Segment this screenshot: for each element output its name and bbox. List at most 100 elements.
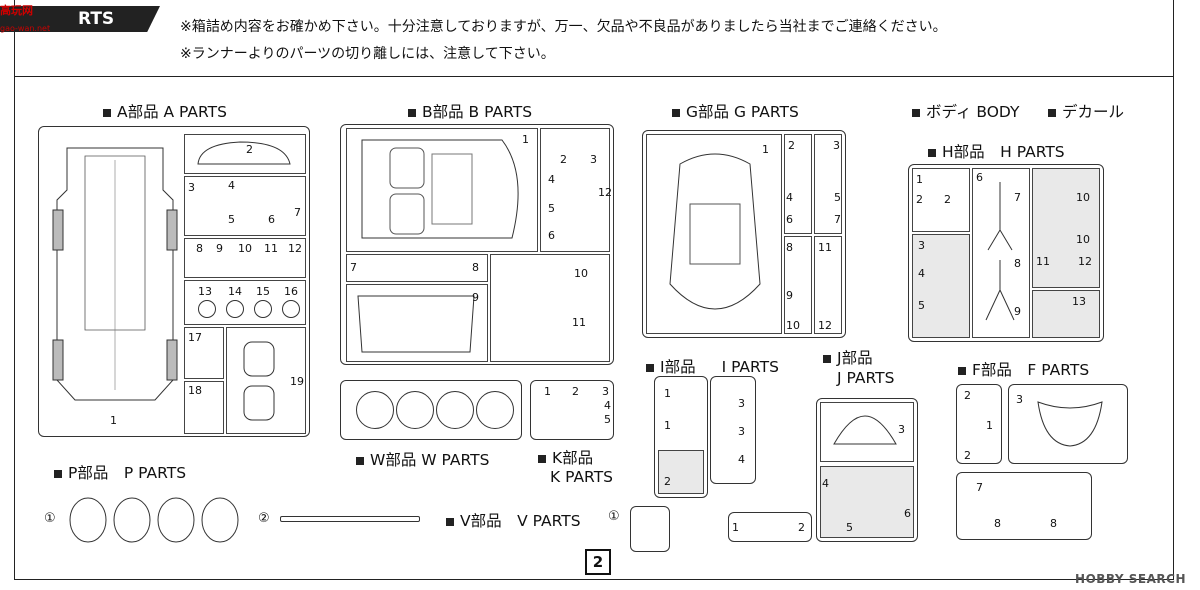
p-label-1: ① xyxy=(44,511,56,526)
a-cell-13 xyxy=(184,280,306,325)
p-part-2-rod xyxy=(280,516,420,522)
h-label-3: 3 xyxy=(918,239,925,252)
a-label-2: 2 xyxy=(246,143,253,156)
runner-b xyxy=(340,124,614,365)
title-body: ボディ BODY xyxy=(912,100,1019,122)
f-label-3: 3 xyxy=(1016,393,1023,406)
a-cell-19 xyxy=(226,327,306,434)
h-label-8: 8 xyxy=(1014,257,1021,270)
b-label-1: 1 xyxy=(522,133,529,146)
b-label-4: 4 xyxy=(548,173,555,186)
g-label-3: 3 xyxy=(833,139,840,152)
a-label-17: 17 xyxy=(188,331,202,344)
a-label-15: 15 xyxy=(256,285,270,298)
j-cell-4 xyxy=(820,466,914,538)
a-label-16: 16 xyxy=(284,285,298,298)
a-cell-3 xyxy=(184,176,306,236)
b-label-10: 10 xyxy=(574,267,588,280)
small-label-1: 1 xyxy=(732,521,739,534)
h-label-6: 6 xyxy=(976,171,983,184)
h-label-1: 1 xyxy=(916,173,923,186)
b-label-6: 6 xyxy=(548,229,555,242)
a-disc-13 xyxy=(198,300,216,318)
g-cell-1 xyxy=(646,134,782,334)
i-label-3b: 3 xyxy=(738,425,745,438)
w-disc-1b xyxy=(396,391,434,429)
watermark: HOBBY SEARCH xyxy=(1075,572,1186,586)
a-label-9: 9 xyxy=(216,242,223,255)
b-floor-panel xyxy=(357,295,475,353)
a-label-12: 12 xyxy=(288,242,302,255)
b-interior-tub xyxy=(361,139,519,239)
h-cell-13 xyxy=(1032,290,1100,338)
b-cell-10 xyxy=(490,254,610,362)
header-bar xyxy=(14,0,1174,77)
b-label-8: 8 xyxy=(472,261,479,274)
title-a-parts: A部品 A PARTS xyxy=(103,100,227,122)
j-label-6: 6 xyxy=(904,507,911,520)
g-label-9: 9 xyxy=(786,289,793,302)
i-label-3a: 3 xyxy=(738,397,745,410)
runner-f-bottom xyxy=(956,472,1092,540)
b-label-5: 5 xyxy=(548,202,555,215)
title-j-parts-en: J PARTS xyxy=(837,369,895,387)
runner-f-left xyxy=(956,384,1002,464)
title-h-parts: H部品 H PARTS xyxy=(928,140,1065,162)
h-label-7: 7 xyxy=(1014,191,1021,204)
f-label-8a: 8 xyxy=(994,517,1001,530)
a-seat-parts xyxy=(243,341,275,421)
runner-v xyxy=(630,506,670,552)
runner-f-right xyxy=(1008,384,1128,464)
a-label-4: 4 xyxy=(228,179,235,192)
a-disc-15 xyxy=(254,300,272,318)
title-b-parts: B部品 B PARTS xyxy=(408,100,532,122)
a-label-1: 1 xyxy=(110,414,117,427)
b-cell-1 xyxy=(346,128,538,252)
g-label-1: 1 xyxy=(762,143,769,156)
g-cell-3 xyxy=(814,134,842,234)
a-label-8: 8 xyxy=(196,242,203,255)
a-label-5: 5 xyxy=(228,213,235,226)
a-cell-17 xyxy=(184,327,224,379)
f-label-2a: 2 xyxy=(964,389,971,402)
a-cell-2 xyxy=(184,134,306,174)
a-label-14: 14 xyxy=(228,285,242,298)
a-cell-8 xyxy=(184,238,306,278)
runner-a xyxy=(38,126,310,437)
title-k-parts-jp: K部品 xyxy=(538,446,593,468)
a-label-19: 19 xyxy=(290,375,304,388)
g-label-6: 6 xyxy=(786,213,793,226)
title-p-parts: P部品 P PARTS xyxy=(54,461,186,483)
i-cell-2 xyxy=(658,450,704,494)
a-disc-16 xyxy=(282,300,300,318)
p-label-2: ② xyxy=(258,511,270,526)
title-k-parts-en: K PARTS xyxy=(550,468,613,486)
site-logo: 高玩网 xyxy=(0,4,33,17)
a-disc-14 xyxy=(226,300,244,318)
chassis-part xyxy=(52,147,178,401)
h-label-10a: 10 xyxy=(1076,191,1090,204)
h-label-2b: 2 xyxy=(944,193,951,206)
g-label-7: 7 xyxy=(834,213,841,226)
runner-g xyxy=(642,130,846,338)
page-frame xyxy=(14,0,1174,580)
i-label-4: 4 xyxy=(738,453,745,466)
b-label-7: 7 xyxy=(350,261,357,274)
title-g-parts: G部品 G PARTS xyxy=(672,100,799,122)
h-cell-10 xyxy=(1032,168,1100,288)
g-label-11: 11 xyxy=(818,241,832,254)
h-label-13: 13 xyxy=(1072,295,1086,308)
runner-w xyxy=(340,380,522,440)
k-label-3: 3 xyxy=(602,385,609,398)
b-cell-2 xyxy=(540,128,610,252)
a-label-13: 13 xyxy=(198,285,212,298)
b-cell-9 xyxy=(346,284,488,362)
runner-h xyxy=(908,164,1104,342)
i-label-2: 2 xyxy=(664,475,671,488)
title-decal: デカール xyxy=(1048,100,1124,122)
g-label-10: 10 xyxy=(786,319,800,332)
j-cell-3 xyxy=(820,402,914,462)
a-label-3: 3 xyxy=(188,181,195,194)
a-cell-18 xyxy=(184,381,224,434)
b-cell-7 xyxy=(346,254,488,282)
